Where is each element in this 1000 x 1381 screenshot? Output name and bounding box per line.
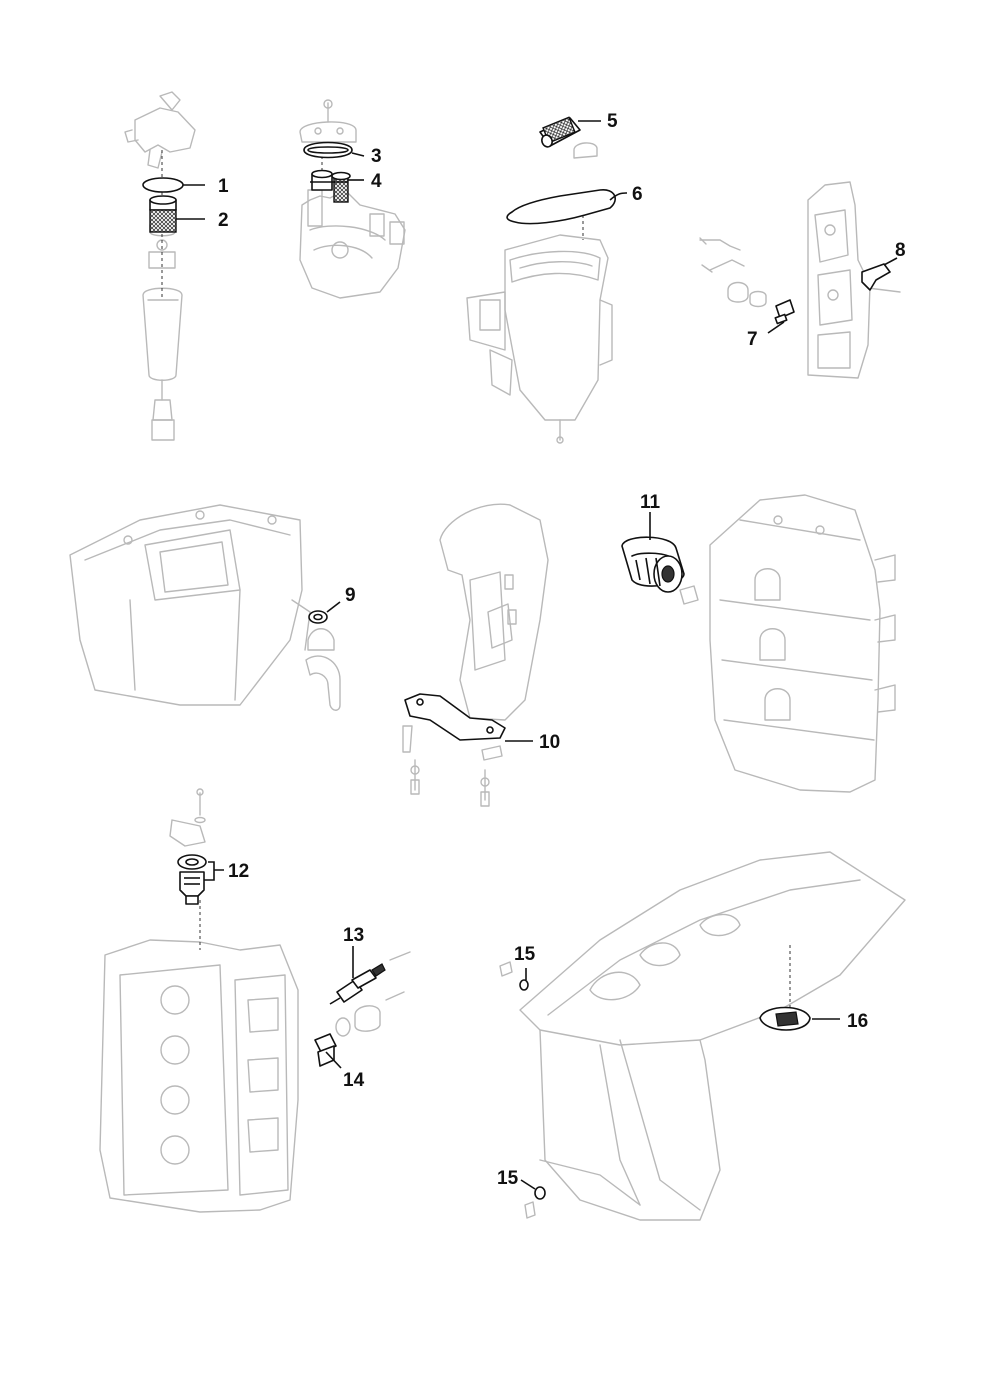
callout-10: 10: [539, 732, 560, 753]
callout-8: 8: [895, 240, 906, 261]
steering-bracket-assembly: [402, 503, 549, 807]
callout-3: 3: [371, 146, 382, 167]
callout-15-top: 15: [514, 944, 536, 965]
anode-bracket: [861, 263, 891, 291]
drain-plug-small: [774, 299, 795, 325]
callout-11: 11: [640, 492, 661, 513]
gasket-washer: [308, 610, 328, 624]
leader-lines: [176, 120, 898, 1190]
callout-4: 4: [371, 171, 382, 192]
anode-small-top: [519, 979, 529, 991]
callout-13: 13: [343, 925, 364, 946]
callout-15-bottom: 15: [497, 1168, 519, 1189]
callout-1: 1: [218, 176, 229, 197]
callout-7: 7: [747, 329, 758, 350]
callout-labels: 1 2 3 4 5 6 7 8 9 10 11 12 13 14 15 15 1…: [218, 111, 906, 1189]
strainer-cartridge: [539, 116, 581, 148]
gasket: [303, 141, 353, 159]
bracket-plate: [404, 693, 506, 741]
anode-small-bottom: [534, 1186, 546, 1200]
cylinder-block-assembly: [679, 494, 896, 793]
oil-filter: [621, 536, 685, 593]
filter-screen-pair: [310, 169, 351, 203]
sensor-washer: [177, 854, 207, 870]
callout-5: 5: [607, 111, 618, 132]
oil-pan-assembly: [69, 504, 341, 711]
oil-pan-upper-housing: [466, 142, 613, 444]
temperature-sensor: [179, 871, 205, 905]
fuel-filter-assembly: [124, 91, 196, 441]
trim-anode: [759, 1006, 811, 1031]
gear-case-assembly: [499, 851, 906, 1221]
callout-2: 2: [218, 210, 229, 231]
vapor-separator-assembly: [299, 99, 406, 299]
callout-16: 16: [847, 1011, 868, 1032]
cylinder-head-assembly: [99, 788, 299, 1213]
spark-plug: [329, 963, 386, 1005]
fuel-filter-element: [149, 195, 177, 233]
callout-9: 9: [345, 585, 356, 606]
plug-and-grommet: [314, 951, 411, 1067]
callout-6: 6: [632, 184, 643, 205]
o-ring: [142, 177, 184, 193]
callout-14: 14: [343, 1070, 365, 1091]
gasket-large: [506, 189, 616, 225]
callout-12: 12: [228, 861, 249, 882]
